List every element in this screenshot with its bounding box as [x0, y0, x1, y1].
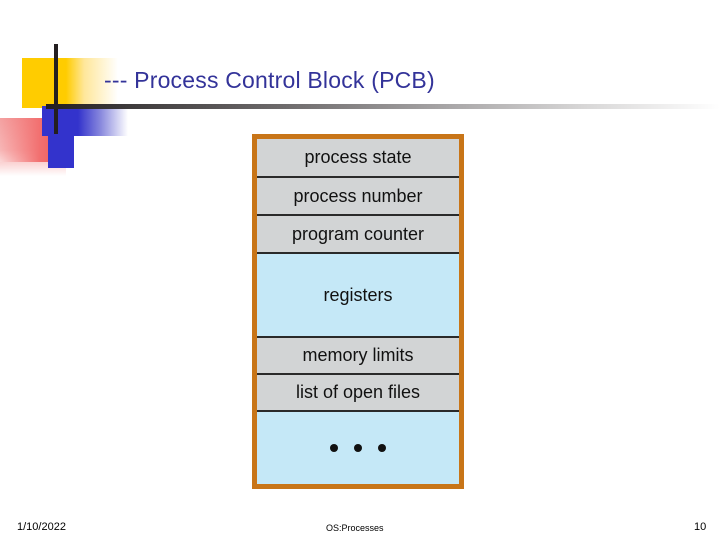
page-title: --- Process Control Block (PCB)	[104, 67, 435, 93]
deco-blue-gradient	[78, 106, 128, 136]
deco-horizontal-rule	[46, 104, 720, 109]
pcb-row-list-of-open-files: list of open files	[257, 373, 459, 410]
footer-topic: OS:Processes	[326, 523, 384, 533]
ellipsis-dots	[330, 444, 386, 452]
pcb-row-process-number: process number	[257, 176, 459, 214]
dot-icon	[354, 444, 362, 452]
deco-blue-tail	[48, 106, 74, 168]
pcb-row-process-state: process state	[257, 139, 459, 176]
deco-yellow-gradient	[66, 58, 118, 108]
corner-decoration	[0, 44, 720, 176]
pcb-row-registers: registers	[257, 252, 459, 336]
footer-page-number: 10	[694, 521, 707, 533]
deco-yellow-square	[22, 58, 66, 108]
footer-date: 1/10/2022	[17, 521, 66, 533]
pcb-diagram: process state process number program cou…	[252, 134, 464, 489]
pcb-row-ellipsis	[257, 410, 459, 484]
deco-vertical-rule	[54, 44, 58, 134]
dot-icon	[378, 444, 386, 452]
pcb-row-program-counter: program counter	[257, 214, 459, 252]
pcb-row-memory-limits: memory limits	[257, 336, 459, 373]
dot-icon	[330, 444, 338, 452]
